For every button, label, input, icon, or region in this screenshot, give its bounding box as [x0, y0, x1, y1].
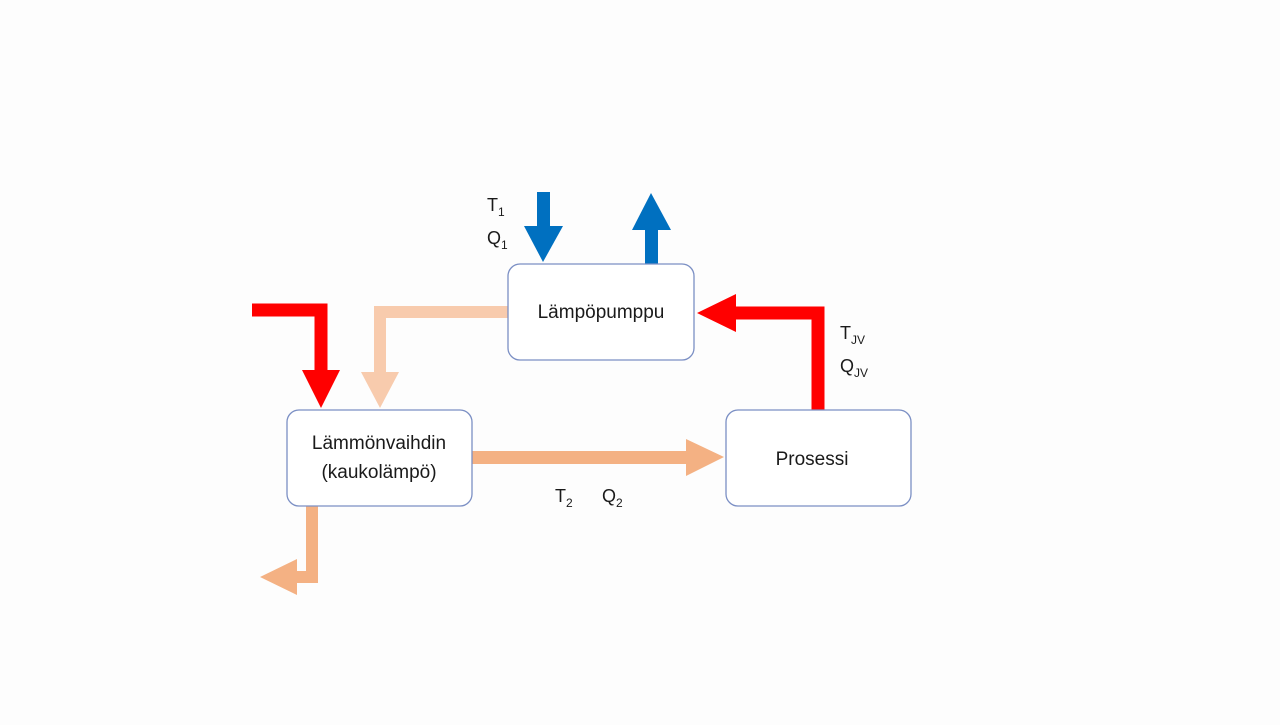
- exchanger-outflow-pipe: [296, 505, 318, 583]
- process-box: [725, 409, 912, 507]
- tjv-subscript: JV: [851, 333, 865, 347]
- exchanger-to-process-arrowhead: [686, 439, 724, 476]
- q2-symbol: Q: [602, 486, 616, 506]
- qjv-subscript: JV: [854, 366, 868, 380]
- district-heat-inflow-arrowhead: [302, 370, 340, 408]
- tjv-symbol: T: [840, 323, 851, 343]
- heat-pump-label: Lämpöpumppu: [538, 302, 665, 323]
- qjv-symbol: Q: [840, 356, 854, 376]
- qjv-label: QJV: [840, 356, 868, 380]
- cold-outflow-arrowhead: [632, 193, 671, 230]
- t2-symbol: T: [555, 486, 566, 506]
- heat-exchanger-label-line2: (kaukolämpö): [321, 462, 436, 483]
- district-heat-inflow-pipe: [252, 303, 328, 375]
- cold-outflow-pipe: [645, 228, 658, 264]
- heat-pump-to-exchanger-pipe: [374, 306, 508, 376]
- q1-subscript: 1: [501, 238, 508, 252]
- q1-label: Q1: [487, 228, 508, 252]
- heat-exchanger-label-line1: Lämmönvaihdin: [312, 433, 446, 454]
- heat-exchanger-box: [286, 409, 473, 507]
- exchanger-outflow-arrowhead: [260, 559, 297, 595]
- t1-symbol: T: [487, 195, 498, 215]
- q2-subscript: 2: [616, 496, 623, 510]
- t1-label: T1: [487, 195, 505, 219]
- cold-inflow-arrowhead: [524, 226, 563, 262]
- t2-label: T2: [555, 486, 573, 510]
- heat-pump-to-exchanger-arrowhead: [361, 372, 399, 408]
- cold-inflow-pipe: [537, 192, 550, 228]
- q1-symbol: Q: [487, 228, 501, 248]
- process-to-heat-pump-pipe: [733, 306, 825, 410]
- tjv-label: TJV: [840, 323, 865, 347]
- q2-label: Q2: [602, 486, 623, 510]
- exchanger-to-process-pipe: [470, 451, 688, 464]
- process-label: Prosessi: [776, 449, 849, 470]
- t2-subscript: 2: [566, 496, 573, 510]
- process-to-heat-pump-arrowhead: [697, 294, 736, 332]
- t1-subscript: 1: [498, 205, 505, 219]
- heat-pump-box: [507, 263, 695, 361]
